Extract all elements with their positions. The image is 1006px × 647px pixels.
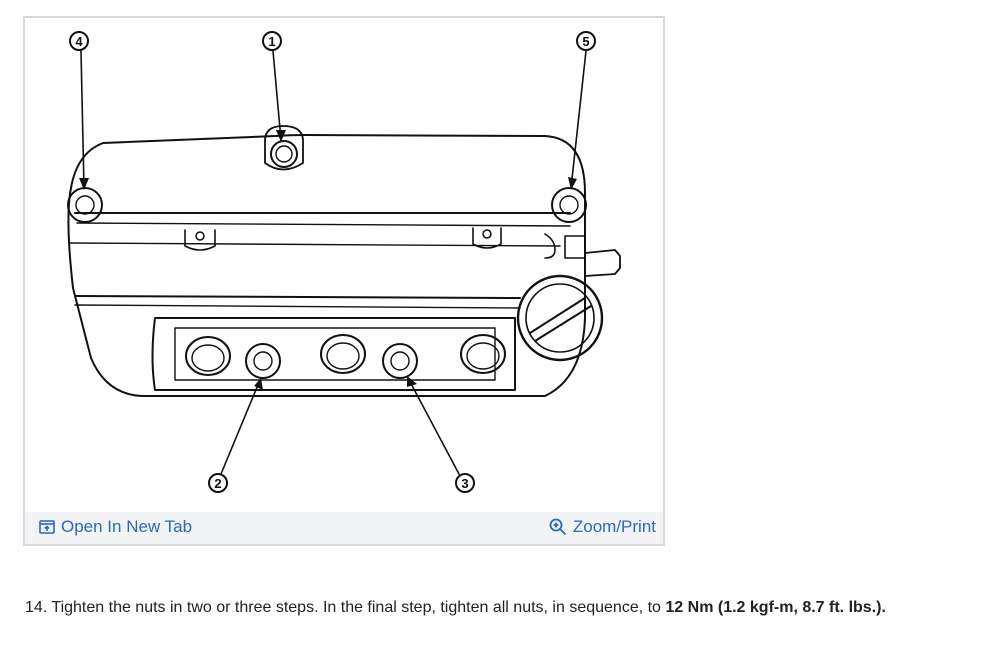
open-in-new-tab-link[interactable]: Open In New Tab — [39, 517, 192, 537]
svg-text:5: 5 — [582, 34, 589, 49]
callout-1: 1 — [262, 31, 282, 51]
torque-spec: 12 Nm (1.2 kgf-m, 8.7 ft. lbs.). — [665, 599, 886, 616]
callout-4: 4 — [69, 31, 89, 51]
callout-5: 5 — [576, 31, 596, 51]
open-in-new-tab-label: Open In New Tab — [61, 517, 193, 536]
zoom-print-link[interactable]: Zoom/Print — [549, 517, 656, 537]
zoom-print-label: Zoom/Print — [572, 517, 656, 536]
figure-card: 1 4 5 2 3 Open In Ne — [23, 16, 665, 546]
instruction-step: 14. Tighten the nuts in two or three ste… — [25, 599, 886, 617]
cover-outline — [67, 134, 586, 397]
svg-text:3: 3 — [461, 476, 468, 491]
figure-footer: Open In New Tab Zoom/Print — [25, 512, 663, 544]
open-new-tab-icon — [39, 520, 55, 534]
valve-cover-diagram: 1 4 5 2 3 — [67, 31, 621, 493]
callout-2: 2 — [208, 473, 228, 493]
svg-text:4: 4 — [75, 34, 83, 49]
svg-text:1: 1 — [268, 34, 275, 49]
callout-3: 3 — [455, 473, 475, 493]
svg-text:2: 2 — [214, 476, 221, 491]
zoom-in-icon — [549, 518, 567, 536]
instruction-text: 14. Tighten the nuts in two or three ste… — [25, 599, 666, 616]
